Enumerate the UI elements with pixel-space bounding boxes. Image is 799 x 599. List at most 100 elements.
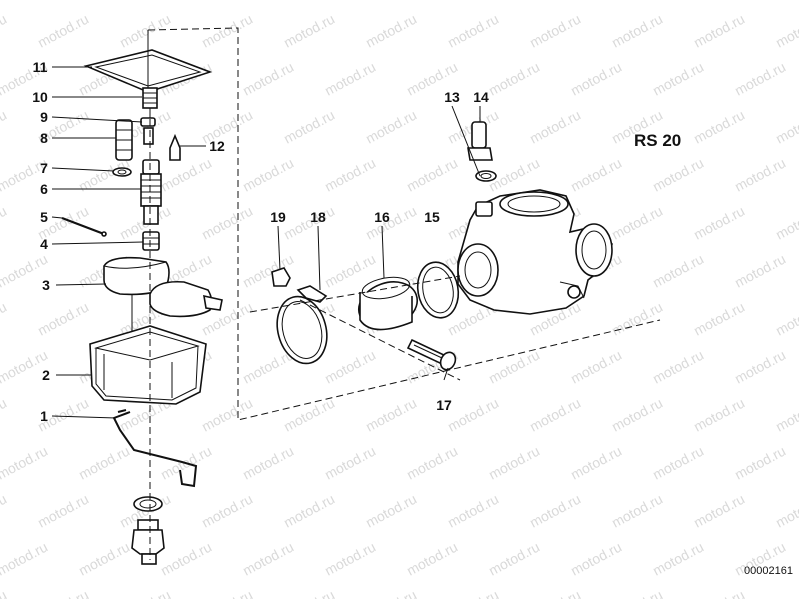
callout-11: 11 — [33, 59, 48, 75]
watermark-text: motod.ru — [568, 443, 624, 483]
watermark-text: motod.ru — [0, 107, 9, 147]
watermark-text: motod.ru — [568, 155, 624, 195]
watermark-text: motod.ru — [691, 299, 747, 339]
watermark-text: motod.ru — [773, 491, 799, 531]
watermark-text: motod.ru — [240, 0, 296, 3]
watermark-text: motod.ru — [35, 491, 91, 531]
watermark-text: motod.ru — [527, 11, 583, 51]
watermark-text: motod.ru — [691, 11, 747, 51]
watermark-text: motod.ru — [732, 155, 788, 195]
callout-3: 3 — [42, 277, 50, 293]
watermark-text: motod.ru — [568, 539, 624, 579]
watermark-text: motod.ru — [0, 0, 50, 3]
watermark-text: motod.ru — [404, 0, 460, 3]
watermark-text: motod.ru — [0, 203, 9, 243]
watermark-text: motod.ru — [486, 443, 542, 483]
watermark-text: motod.ru — [158, 0, 214, 3]
watermark-text: motod.ru — [199, 107, 255, 147]
watermark-text: motod.ru — [35, 587, 91, 599]
watermark-text: motod.ru — [568, 0, 624, 3]
watermark-text: motod.ru — [445, 11, 501, 51]
watermark-text: motod.ru — [404, 443, 460, 483]
image-code: 00002161 — [744, 565, 793, 577]
watermark-text: motod.ru — [609, 395, 665, 435]
watermark-text: motod.ru — [322, 251, 378, 291]
watermark-text: motod.ru — [773, 11, 799, 51]
watermark-text: motod.ru — [281, 203, 337, 243]
watermark-text: motod.ru — [445, 395, 501, 435]
part-carburettor-body — [457, 189, 613, 315]
watermark-text: motod.ru — [117, 11, 173, 51]
watermark-text: motod.ru — [650, 443, 706, 483]
watermark-text: motod.ru — [199, 203, 255, 243]
watermark-text: motod.ru — [773, 107, 799, 147]
part-floats — [103, 256, 223, 334]
watermark-text: motod.ru — [363, 587, 419, 599]
watermark-text: motod.ru — [650, 0, 706, 3]
callout-8: 8 — [40, 130, 48, 146]
watermark-text: motod.ru — [0, 299, 9, 339]
watermark-text: motod.ru — [609, 491, 665, 531]
watermark-text: motod.ru — [609, 299, 665, 339]
watermark-text: motod.ru — [650, 251, 706, 291]
watermark-text: motod.ru — [773, 395, 799, 435]
watermark-text: motod.ru — [691, 587, 747, 599]
callout-12: 12 — [209, 138, 225, 154]
watermark-text: motod.ru — [0, 539, 50, 579]
watermark-text: motod.ru — [363, 203, 419, 243]
watermark-text: motod.ru — [650, 539, 706, 579]
part-sleeve — [140, 117, 156, 145]
watermark-text: motod.ru — [363, 395, 419, 435]
callout-6: 6 — [40, 181, 48, 197]
watermark-text: motod.ru — [240, 155, 296, 195]
watermark-text: motod.ru — [691, 491, 747, 531]
callout-15: 15 — [424, 209, 440, 225]
watermark-text: motod.ru — [76, 443, 132, 483]
watermark-text: motod.ru — [691, 203, 747, 243]
part-clip-nut — [271, 267, 291, 287]
callout-16: 16 — [374, 209, 390, 225]
model-title: RS 20 — [634, 131, 681, 150]
part-drain-plug — [131, 519, 165, 565]
watermark-text: motod.ru — [404, 155, 460, 195]
watermark-text: motod.ru — [0, 587, 9, 599]
callouts: 11 10 9 8 7 6 5 4 3 2 1 12 13 14 19 18 1… — [32, 59, 489, 424]
part-pin — [61, 216, 107, 237]
part-washer — [112, 167, 132, 177]
leader-lines — [51, 66, 481, 560]
callout-18: 18 — [310, 209, 326, 225]
watermark-text: motod.ru — [363, 11, 419, 51]
part-gasket — [83, 30, 213, 93]
watermark-text: motod.ru — [281, 107, 337, 147]
part-retaining-clip — [112, 409, 198, 488]
watermark-text: motod.ru — [486, 0, 542, 3]
watermark-text: motod.ru — [281, 11, 337, 51]
watermark-text: motod.ru — [486, 347, 542, 387]
watermark-text: motod.ru — [609, 11, 665, 51]
part-rubber-sleeve — [358, 276, 418, 331]
part-breather-nipple — [467, 121, 497, 182]
watermark-text: motod.ru — [691, 107, 747, 147]
watermark-text: motod.ru — [0, 395, 9, 435]
watermark-text: motod.ru — [199, 395, 255, 435]
watermark-text: motod.ru — [199, 587, 255, 599]
watermark-text: motod.ru — [527, 587, 583, 599]
watermark-text: motod.ru — [322, 347, 378, 387]
part-drain-washer — [133, 496, 163, 512]
callout-10: 10 — [32, 89, 48, 105]
watermark-text: motod.ru — [773, 587, 799, 599]
watermark-text: motod.ru — [76, 0, 132, 3]
watermark-text: motod.ru — [281, 491, 337, 531]
callout-2: 2 — [42, 367, 50, 383]
watermark-text: motod.ru — [609, 587, 665, 599]
watermark-text: motod.ru — [773, 299, 799, 339]
watermark-text: motod.ru — [158, 155, 214, 195]
watermark-text: motod.ru — [363, 491, 419, 531]
part-needle-jet — [140, 159, 162, 225]
watermark-text: motod.ru — [0, 443, 50, 483]
callout-19: 19 — [270, 209, 286, 225]
watermark-text: motod.ru — [76, 539, 132, 579]
watermark-text: motod.ru — [732, 251, 788, 291]
watermark-text: motod.ru — [527, 107, 583, 147]
